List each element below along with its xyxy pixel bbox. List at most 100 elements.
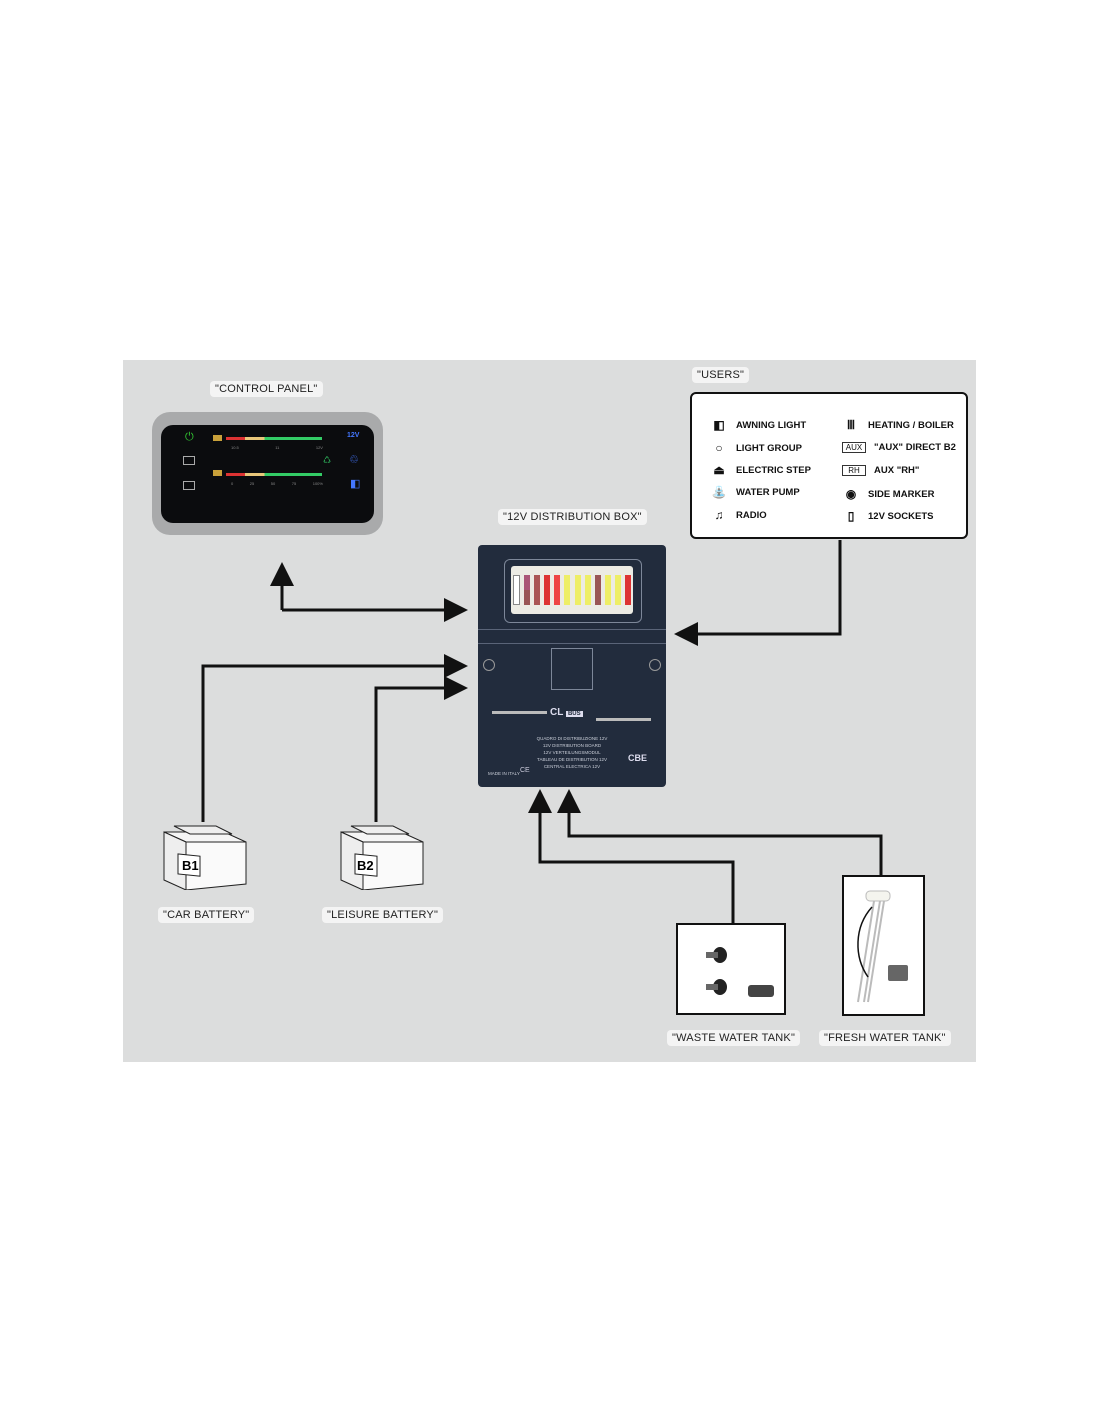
electric-step-icon: ⏏ <box>713 463 725 477</box>
control-panel-screen: ⏻ 10.5 11 12V 0 25 50 75 100% ♺ 12V ♲ ◧ <box>161 425 374 523</box>
scale-bottom-2: 50 <box>270 481 276 486</box>
tank-level-icon <box>213 470 222 476</box>
desc-line: 12V VERTEILUNGSMODUL <box>543 750 601 755</box>
desc-line: 12V DISTRIBUTION BOARD <box>542 743 602 748</box>
user-side-marker: ◉ SIDE MARKER <box>842 487 935 501</box>
fuse-window <box>504 559 642 623</box>
distribution-box: CL BUS QUADRO DI DISTRIBUZIONE 12V 12V DI… <box>478 545 666 787</box>
screw-icon <box>649 659 661 671</box>
scale-bottom-0: 0 <box>231 481 234 486</box>
desc-line: CENTRAL ELECTRICA 12V <box>543 764 601 769</box>
battery-voltage-icon <box>213 435 222 441</box>
scale-bottom-1: 25 <box>249 481 255 486</box>
fuse <box>513 575 521 605</box>
leisure-battery-label: "LEISURE BATTERY" <box>322 907 444 923</box>
box-description: QUADRO DI DISTRIBUZIONE 12V 12V DISTRIBUT… <box>518 735 626 770</box>
user-awning-light: ◧ AWNING LIGHT <box>710 418 806 432</box>
cbe-logo: CBE <box>628 753 648 763</box>
user-water-pump: ⛲ WATER PUMP <box>710 485 800 499</box>
fuse <box>614 575 621 605</box>
fuse <box>534 575 541 605</box>
user-light-group: ○ LIGHT GROUP <box>710 441 802 455</box>
users-legend: ◧ AWNING LIGHT ○ LIGHT GROUP ⏏ ELECTRIC STE… <box>690 392 968 539</box>
fuse <box>594 575 601 605</box>
control-panel: ⏻ 10.5 11 12V 0 25 50 75 100% ♺ 12V ♲ ◧ <box>152 412 383 535</box>
car-battery-line <box>201 654 468 822</box>
leisure-battery-line <box>374 676 468 822</box>
water-pump-icon: ⛲ <box>711 485 727 499</box>
user-sockets: ▯ 12V SOCKETS <box>842 509 934 523</box>
user-label: ELECTRIC STEP <box>736 464 811 476</box>
scale-top-0: 10.5 <box>231 445 239 450</box>
heater-icon: Ⅲ <box>846 418 856 432</box>
user-label: AUX "RH" <box>874 465 920 476</box>
made-in: MADE IN ITALY <box>488 771 520 776</box>
socket-icon: ▯ <box>847 509 855 523</box>
aux-box-icon: AUX <box>842 442 866 453</box>
music-note-icon: ♫ <box>714 508 724 522</box>
scale-top-1: 11 <box>275 445 280 450</box>
scale-bottom-3: 75 <box>291 481 297 486</box>
users-label: "USERS" <box>692 367 750 383</box>
waste-sensor-icons <box>706 947 774 997</box>
ce-mark: CE <box>520 767 530 774</box>
scale-bottom-4: 100% <box>312 481 323 486</box>
car-battery: B1 <box>163 825 247 890</box>
fuse <box>524 575 531 605</box>
battery-icon <box>183 456 195 465</box>
screw-icon <box>483 659 495 671</box>
fresh-tank-label: "FRESH WATER TANK" <box>819 1030 951 1046</box>
desc-line: QUADRO DI DISTRIBUZIONE 12V <box>536 736 608 741</box>
fuse <box>574 575 581 605</box>
light-bulb-icon: ○ <box>715 441 723 455</box>
waste-tank-line <box>528 789 735 924</box>
fresh-water-tank <box>842 875 925 1016</box>
user-aux-rh: RH AUX "RH" <box>842 465 919 476</box>
user-label: 12V SOCKETS <box>868 510 934 522</box>
user-label: SIDE MARKER <box>868 488 935 500</box>
12v-button[interactable]: 12V <box>347 432 360 439</box>
pump-status-icon: ♺ <box>323 455 332 465</box>
desc-line: TABLEAU DE DISTRIBUTION 12V <box>537 757 607 762</box>
clbus-logo: CL BUS <box>550 707 583 718</box>
fresh-tank-line <box>557 789 883 876</box>
power-icon: ⏻ <box>185 431 194 443</box>
fresh-sensor-icon <box>857 890 908 1003</box>
tank-icon <box>183 481 195 490</box>
user-label: RADIO <box>736 509 767 521</box>
fuse <box>564 575 571 605</box>
logo-text: CL <box>550 707 564 718</box>
user-label: HEATING / BOILER <box>868 419 954 431</box>
user-label: AWNING LIGHT <box>736 419 807 431</box>
fuse-panel <box>511 566 633 614</box>
fuse <box>624 575 631 605</box>
logo-sub: BUS <box>565 711 583 717</box>
waste-tank-label: "WASTE WATER TANK" <box>667 1030 801 1046</box>
user-radio: ♫ RADIO <box>710 508 767 522</box>
fuse <box>604 575 611 605</box>
user-label: LIGHT GROUP <box>736 442 802 454</box>
rh-box-icon: RH <box>842 465 866 476</box>
user-heating: Ⅲ HEATING / BOILER <box>842 418 954 432</box>
distribution-box-label: "12V DISTRIBUTION BOX" <box>498 509 647 525</box>
tank-led-bar <box>226 473 322 476</box>
waste-water-tank <box>676 923 786 1015</box>
side-marker-icon: ◉ <box>845 487 857 501</box>
user-label: WATER PUMP <box>736 486 800 498</box>
fuse <box>544 575 551 605</box>
scale-top-2: 12V <box>315 445 323 450</box>
cover-window <box>551 648 593 690</box>
car-battery-label: "CAR BATTERY" <box>158 907 255 923</box>
fuse <box>554 575 561 605</box>
awning-light-icon: ◧ <box>713 418 725 432</box>
voltage-led-bar <box>226 437 322 440</box>
light-button-icon[interactable]: ◧ <box>350 478 361 490</box>
control-panel-label: "CONTROL PANEL" <box>210 381 323 397</box>
pump-button-icon[interactable]: ♲ <box>349 454 359 466</box>
b1-label: B1 <box>182 858 199 873</box>
user-electric-step: ⏏ ELECTRIC STEP <box>710 463 811 477</box>
b2-label: B2 <box>357 858 374 873</box>
user-aux-direct: AUX"AUX" DIRECT B2 <box>842 442 956 453</box>
